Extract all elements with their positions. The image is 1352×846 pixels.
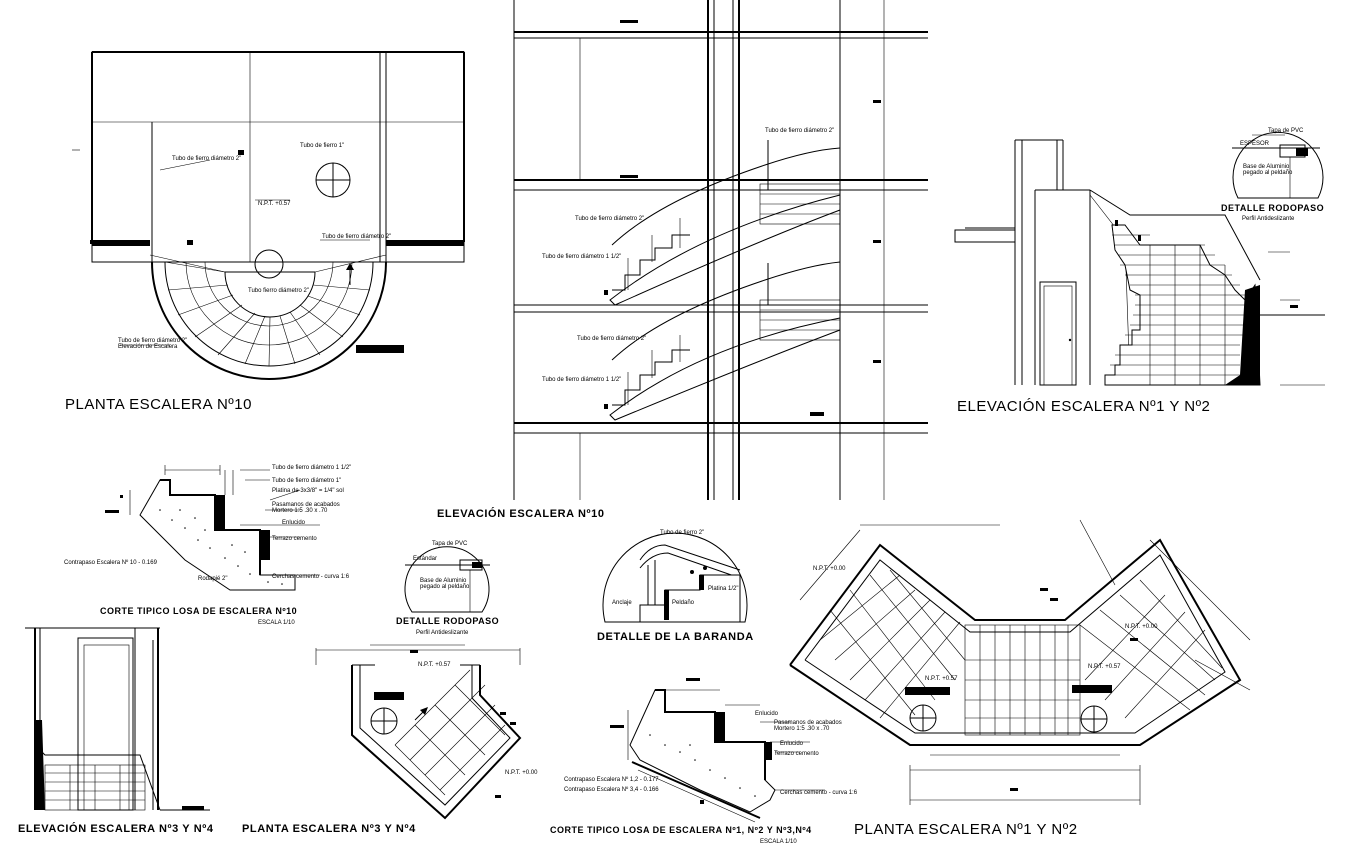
- svg-text:Tubo fierro diámetro 2": Tubo fierro diámetro 2": [248, 288, 309, 294]
- perfil-antideslizante-mid: Perfil Antideslizante: [416, 630, 469, 636]
- svg-text:Enlucido: Enlucido: [755, 711, 779, 717]
- elevacion-escalera-3-4-drawing: [25, 627, 210, 811]
- svg-text:N.P.T. +0.57: N.P.T. +0.57: [1088, 664, 1121, 670]
- detalle-baranda-drawing: Tubo de fierro 2" Anclaje Peldaño Platin…: [602, 530, 748, 623]
- svg-text:N.P.T. +0.57: N.P.T. +0.57: [418, 662, 451, 668]
- elevacion-escalera-1-2-drawing: [954, 139, 1325, 386]
- svg-text:pegado al peldaño: pegado al peldaño: [420, 584, 470, 590]
- svg-text:pegado al peldaño: pegado al peldaño: [1243, 170, 1293, 176]
- svg-text:Anclaje: Anclaje: [612, 600, 632, 606]
- svg-text:Platina de 3x3/8" = 1/4" sol: Platina de 3x3/8" = 1/4" sol: [272, 488, 344, 494]
- svg-text:Cerchas cemento - curva 1:6: Cerchas cemento - curva 1:6: [780, 790, 858, 796]
- svg-text:N.P.T. +0.57: N.P.T. +0.57: [258, 201, 291, 207]
- contrapaso-34-note: Contrapaso Escalera Nº 3,4 - 0.166: [564, 786, 659, 793]
- svg-text:Mortero 1:5 .30 x .70: Mortero 1:5 .30 x .70: [272, 508, 328, 514]
- svg-text:Tubo de fierro diámetro 2": Tubo de fierro diámetro 2": [575, 216, 644, 222]
- corte-tipico-10-escala: ESCALA 1/10: [258, 620, 295, 626]
- svg-text:Pasamanos de acabados: Pasamanos de acabados: [272, 502, 340, 508]
- svg-text:N.P.T. +0.57: N.P.T. +0.57: [925, 676, 958, 682]
- svg-text:Terrazo cemento: Terrazo cemento: [272, 536, 317, 542]
- svg-text:N.P.T. +0.00: N.P.T. +0.00: [813, 566, 846, 572]
- svg-text:Tubo de fierro diámetro 2": Tubo de fierro diámetro 2": [765, 128, 834, 134]
- detalle-rodopaso-top-drawing: Tapa de PVC ESPESOR Base de Aluminio peg…: [1232, 128, 1324, 199]
- svg-text:Peldaño: Peldaño: [672, 600, 695, 606]
- svg-text:Platina 1/2": Platina 1/2": [708, 586, 738, 592]
- corte-tipico-10-title: CORTE TIPICO LOSA DE ESCALERA Nº10: [100, 606, 297, 616]
- svg-text:Tubo de fierro 1": Tubo de fierro 1": [300, 143, 344, 149]
- svg-text:Tubo de fierro diámetro 2": Tubo de fierro diámetro 2": [118, 338, 187, 344]
- svg-text:Pasamanos de acabados: Pasamanos de acabados: [774, 720, 842, 726]
- svg-text:Tubo de fierro 2": Tubo de fierro 2": [660, 530, 704, 536]
- svg-text:Tapa de PVC: Tapa de PVC: [1268, 128, 1304, 134]
- svg-text:Tubo de fierro diámetro 1 1/2": Tubo de fierro diámetro 1 1/2": [272, 465, 351, 471]
- svg-text:Rodapié 2": Rodapié 2": [198, 576, 227, 582]
- svg-text:Terrazo cemento: Terrazo cemento: [774, 751, 819, 757]
- corte-tipico-10-drawing: Tubo de fierro diámetro 1 1/2" Tubo de f…: [105, 465, 351, 591]
- corte-tipico-1234-escala: ESCALA 1/10: [760, 839, 797, 845]
- elevacion-escalera-1-2-title: ELEVACIÓN ESCALERA Nº1 Y Nº2: [957, 398, 1210, 415]
- detalle-rodopaso-top-title: DETALLE RODOPASO: [1221, 203, 1324, 213]
- svg-text:Tubo de fierro diámetro 1 1/2": Tubo de fierro diámetro 1 1/2": [542, 254, 621, 260]
- svg-text:Tubo de fierro diámetro 1 1/2": Tubo de fierro diámetro 1 1/2": [542, 377, 621, 383]
- svg-text:Estándar: Estándar: [413, 556, 437, 562]
- svg-text:Base de Aluminio: Base de Aluminio: [1243, 164, 1290, 170]
- planta-escalera-1-2-title: PLANTA ESCALERA Nº1 Y Nº2: [854, 821, 1078, 838]
- svg-text:Tubo de fierro diámetro 2": Tubo de fierro diámetro 2": [172, 156, 241, 162]
- planta-escalera-3-4-title: PLANTA ESCALERA Nº3 Y Nº4: [242, 823, 416, 835]
- svg-text:Enlucido: Enlucido: [282, 520, 306, 526]
- svg-text:ESPESOR: ESPESOR: [1240, 141, 1270, 147]
- svg-text:N.P.T. +0.00: N.P.T. +0.00: [1125, 624, 1158, 630]
- svg-text:Mortero 1:5 .30 x .70: Mortero 1:5 .30 x .70: [774, 726, 830, 732]
- svg-text:Cerchas cemento - curva 1:6: Cerchas cemento - curva 1:6: [272, 574, 350, 580]
- detalle-rodopaso-mid-title: DETALLE RODOPASO: [396, 616, 499, 626]
- planta-escalera-10-drawing: Tubo de fierro 1" Tubo de fierro diámetr…: [72, 51, 465, 380]
- planta-escalera-10-title: PLANTA ESCALERA Nº10: [65, 396, 252, 413]
- elevacion-escalera-10-drawing: Tubo de fierro diámetro 2" Tubo de fierr…: [513, 0, 928, 500]
- detalle-baranda-title: DETALLE DE LA BARANDA: [597, 631, 754, 643]
- elevacion-escalera-10-title: ELEVACIÓN ESCALERA Nº10: [437, 507, 605, 520]
- svg-text:Tapa de PVC: Tapa de PVC: [432, 541, 468, 547]
- corte-tipico-1234-drawing: Enlucido Pasamanos de acabados Mortero 1…: [610, 678, 858, 823]
- svg-text:Tubo de fierro diámetro 2": Tubo de fierro diámetro 2": [577, 336, 646, 342]
- elevacion-escalera-3-4-title: ELEVACIÓN ESCALERA Nº3 Y Nº4: [18, 822, 214, 835]
- svg-text:Enlucido: Enlucido: [780, 741, 804, 747]
- svg-text:Elevación de Escalera: Elevación de Escalera: [118, 344, 178, 350]
- svg-text:N.P.T. +0.00: N.P.T. +0.00: [505, 770, 538, 776]
- perfil-antideslizante-top: Perfil Antideslizante: [1242, 216, 1295, 222]
- svg-text:Tubo de fierro diámetro 2": Tubo de fierro diámetro 2": [322, 234, 391, 240]
- planta-escalera-1-2-drawing: N.P.T. +0.00 N.P.T. +0.00 N.P.T. +0.57 N…: [789, 519, 1251, 805]
- corte-tipico-1234-title: CORTE TIPICO LOSA DE ESCALERA Nº1, Nº2 Y…: [550, 825, 812, 835]
- contrapaso-10-note: Contrapaso Escalera Nº 10 - 0.169: [64, 559, 158, 566]
- detalle-rodopaso-mid-drawing: Tapa de PVC Estándar Base de Aluminio pe…: [404, 541, 490, 613]
- contrapaso-12-note: Contrapaso Escalera Nº 1,2 - 0.177: [564, 776, 659, 783]
- svg-text:Tubo de fierro diámetro 1": Tubo de fierro diámetro 1": [272, 478, 341, 484]
- planta-escalera-3-4-drawing: N.P.T. +0.57 N.P.T. +0.00: [315, 644, 538, 820]
- svg-text:Base de Aluminio: Base de Aluminio: [420, 578, 467, 584]
